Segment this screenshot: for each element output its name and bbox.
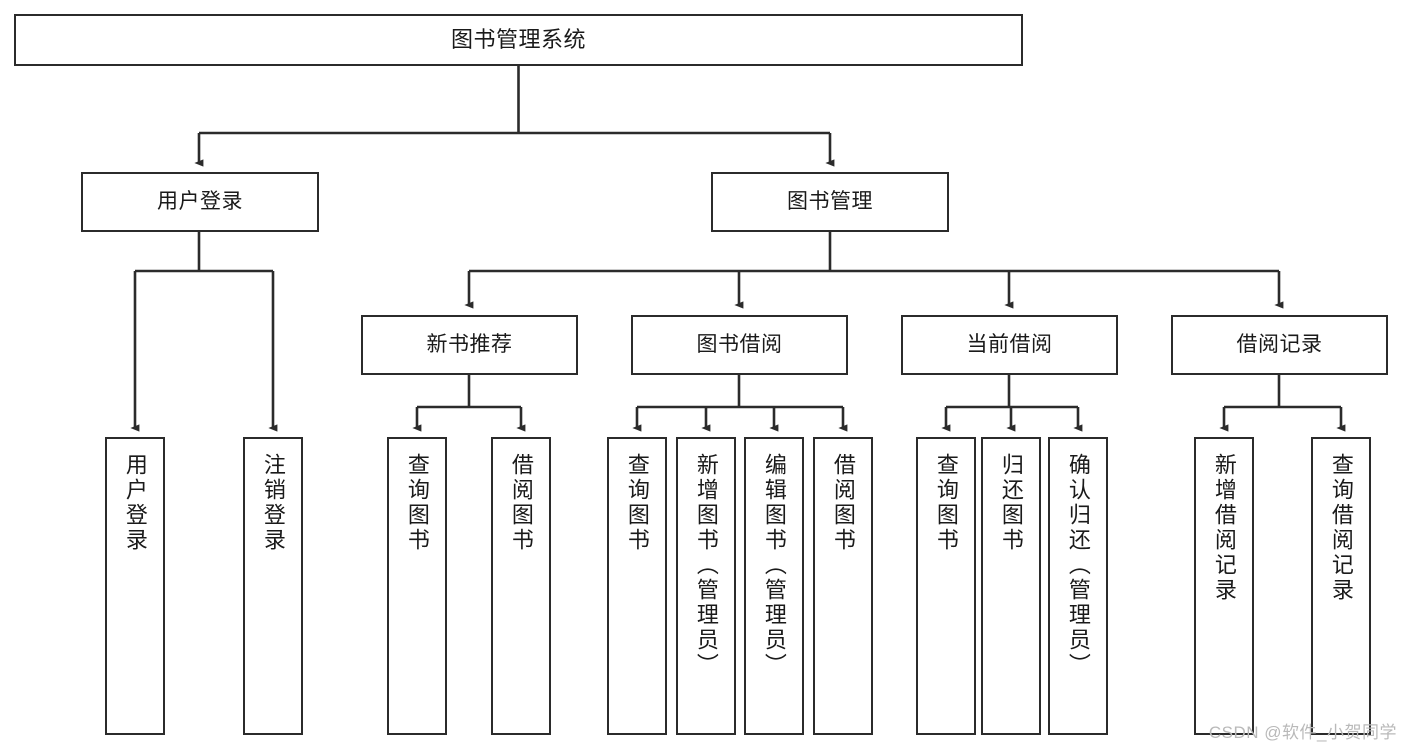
- node-root-label: 图书管理系统: [450, 26, 586, 52]
- watermark-text: CSDN @软件_小贺同学: [1208, 723, 1397, 742]
- leaf-borrow-add-book[interactable]: 新增图书（管理员）: [676, 437, 736, 735]
- node-user-login-label: 用户登录: [157, 190, 243, 214]
- leaf-borrow-borrow-book-label: 借阅图书: [830, 453, 856, 553]
- node-current-borrow-label: 当前借阅: [966, 333, 1053, 357]
- node-new-book-recommend-label: 新书推荐: [426, 333, 513, 357]
- node-user-login[interactable]: 用户登录: [81, 172, 319, 232]
- leaf-user-login-label: 用户登录: [122, 453, 148, 553]
- leaf-newbook-borrow-book[interactable]: 借阅图书: [491, 437, 551, 735]
- leaf-current-return-book[interactable]: 归还图书: [981, 437, 1041, 735]
- leaf-newbook-borrow-book-label: 借阅图书: [508, 453, 534, 553]
- leaf-record-add[interactable]: 新增借阅记录: [1194, 437, 1254, 735]
- node-book-borrow[interactable]: 图书借阅: [631, 315, 848, 375]
- leaf-newbook-query-book-label: 查询图书: [404, 453, 430, 553]
- node-borrow-record[interactable]: 借阅记录: [1171, 315, 1388, 375]
- leaf-borrow-add-book-label: 新增图书（管理员）: [693, 453, 719, 678]
- leaf-current-query-book-label: 查询图书: [933, 453, 959, 553]
- node-root[interactable]: 图书管理系统: [14, 14, 1023, 66]
- leaf-current-confirm-return-label: 确认归还（管理员）: [1065, 453, 1091, 678]
- node-book-management[interactable]: 图书管理: [711, 172, 949, 232]
- node-current-borrow[interactable]: 当前借阅: [901, 315, 1118, 375]
- leaf-record-add-label: 新增借阅记录: [1211, 453, 1237, 603]
- leaf-borrow-query-book-label: 查询图书: [624, 453, 650, 553]
- leaf-logout[interactable]: 注销登录: [243, 437, 303, 735]
- node-book-management-label: 图书管理: [787, 190, 873, 214]
- leaf-user-login[interactable]: 用户登录: [105, 437, 165, 735]
- node-book-borrow-label: 图书借阅: [696, 333, 783, 357]
- node-new-book-recommend[interactable]: 新书推荐: [361, 315, 578, 375]
- node-borrow-record-label: 借阅记录: [1236, 333, 1323, 357]
- leaf-current-query-book[interactable]: 查询图书: [916, 437, 976, 735]
- leaf-newbook-query-book[interactable]: 查询图书: [387, 437, 447, 735]
- leaf-current-confirm-return[interactable]: 确认归还（管理员）: [1048, 437, 1108, 735]
- leaf-logout-label: 注销登录: [260, 453, 286, 553]
- leaf-borrow-edit-book-label: 编辑图书（管理员）: [761, 453, 787, 678]
- leaf-record-query-label: 查询借阅记录: [1328, 453, 1354, 603]
- leaf-borrow-borrow-book[interactable]: 借阅图书: [813, 437, 873, 735]
- leaf-record-query[interactable]: 查询借阅记录: [1311, 437, 1371, 735]
- leaf-borrow-edit-book[interactable]: 编辑图书（管理员）: [744, 437, 804, 735]
- leaf-current-return-book-label: 归还图书: [998, 453, 1024, 553]
- leaf-borrow-query-book[interactable]: 查询图书: [607, 437, 667, 735]
